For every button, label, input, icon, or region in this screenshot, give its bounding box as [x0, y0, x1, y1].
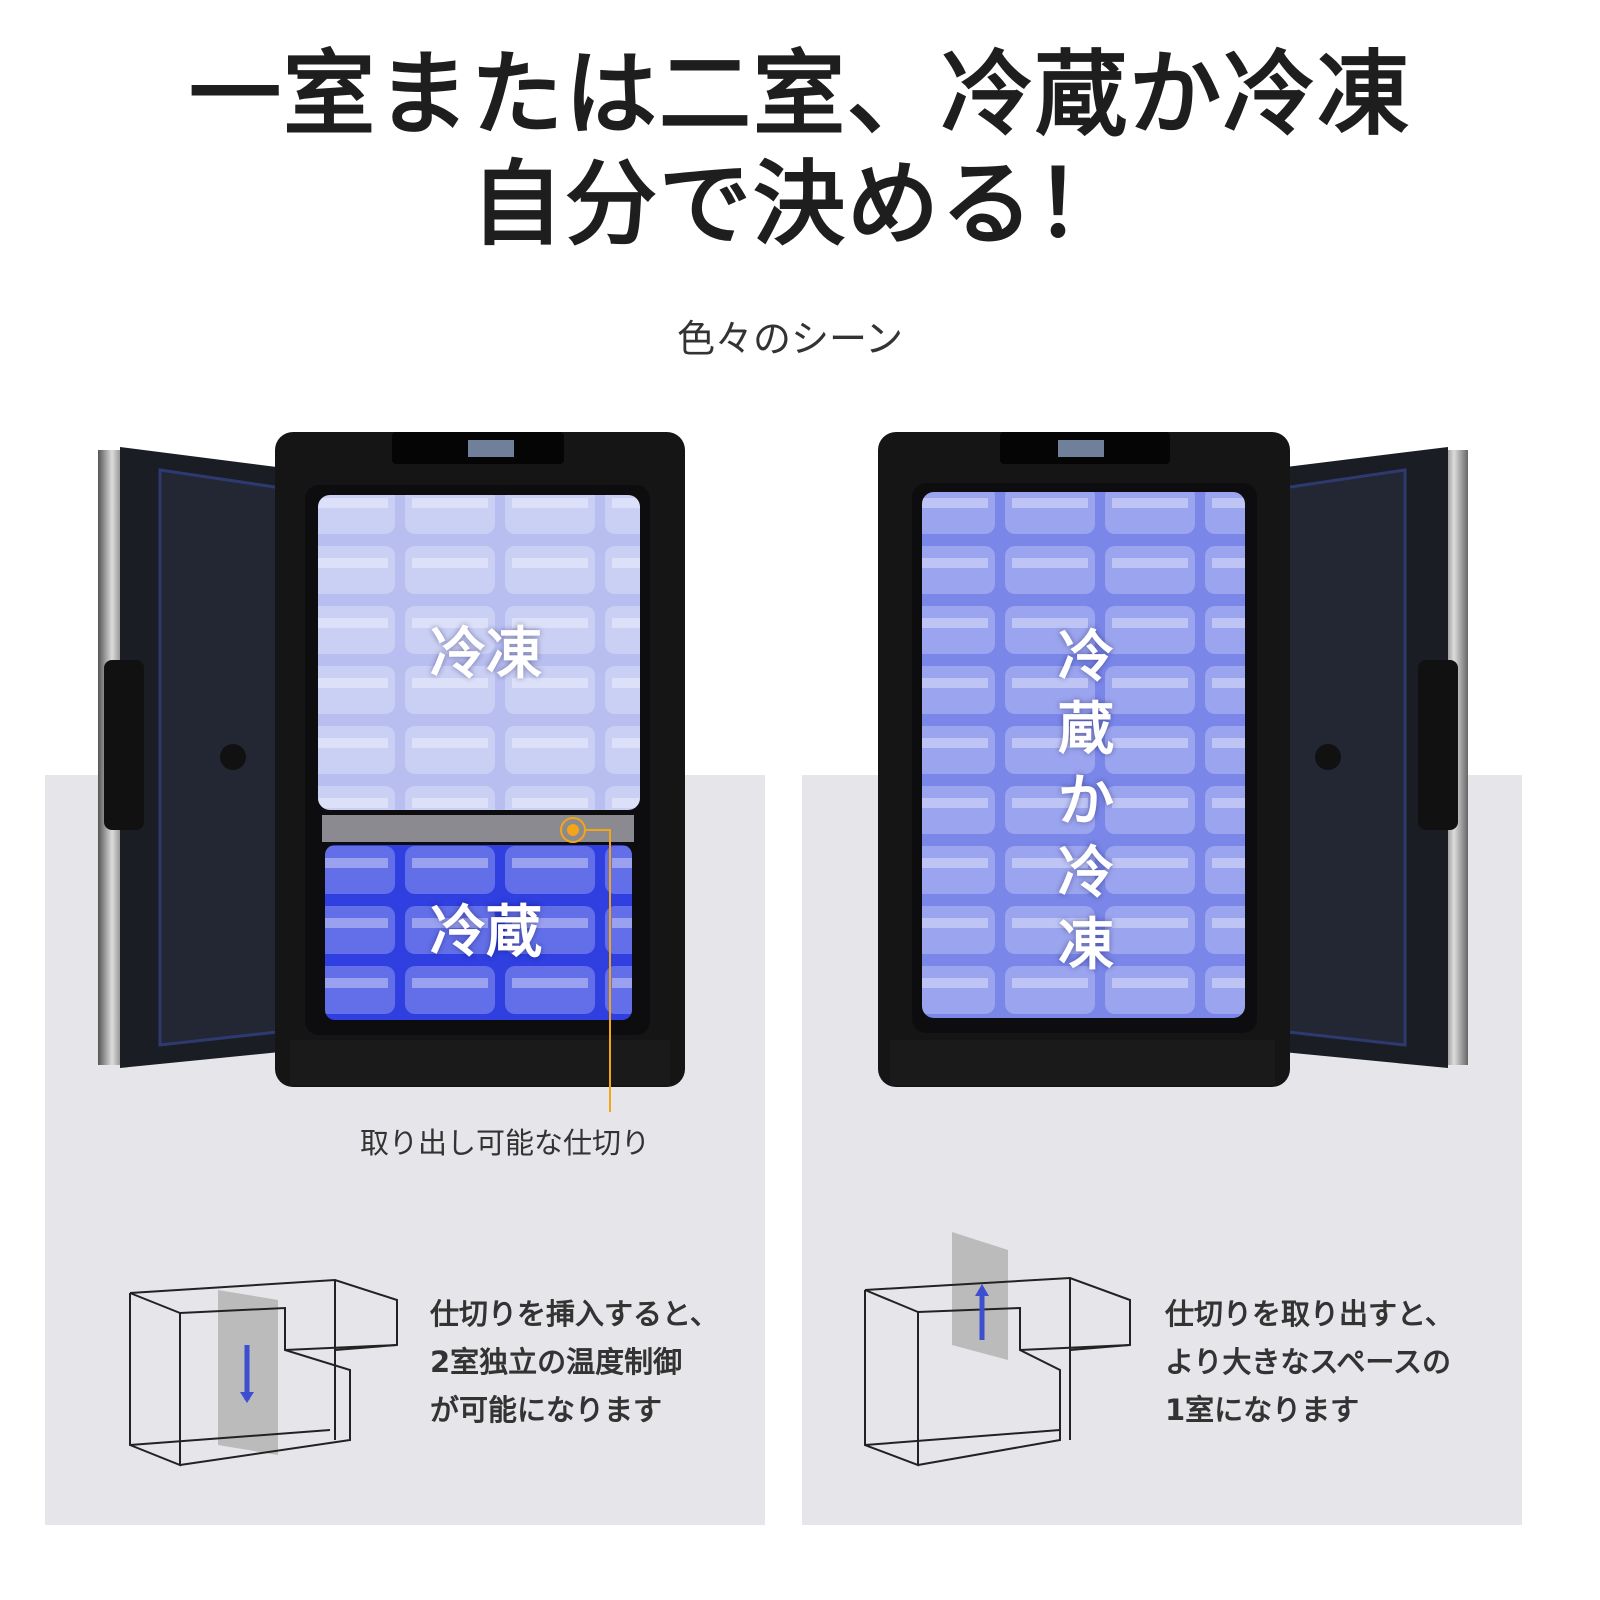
divider-callout — [560, 817, 611, 1112]
desc-line: 仕切りを挿入すると、 — [430, 1297, 719, 1331]
single-zone-label: 冷蔵か冷凍 — [1058, 625, 1114, 978]
desc-line: が可能になります — [430, 1393, 663, 1427]
headline-line-1: 一室または二室、冷蔵か冷凍 — [188, 41, 1411, 148]
left-fridge — [98, 432, 685, 1087]
desc-line: 2室独立の温度制御 — [430, 1345, 683, 1379]
right-fridge — [878, 432, 1468, 1087]
divider-removed-diagram — [864, 1232, 1131, 1467]
divider-callout-label: 取り出し可能な仕切り — [360, 1126, 651, 1160]
door-handle — [104, 660, 144, 830]
right-description: 仕切りを取り出すと、 より大きなスペースの 1室になります — [1165, 1290, 1454, 1434]
headline-line-2: 自分で決める！ — [470, 151, 1129, 258]
desc-line: より大きなスペースの — [1165, 1345, 1451, 1379]
subtitle: 色々のシーン — [676, 317, 904, 361]
fridge-label: 冷蔵 — [430, 900, 542, 965]
desc-line: 1室になります — [1165, 1393, 1360, 1427]
removable-divider — [322, 815, 634, 842]
divider-inserted-diagram — [129, 1278, 398, 1467]
left-description: 仕切りを挿入すると、 2室独立の温度制御 が可能になります — [430, 1290, 719, 1434]
desc-line: 仕切りを取り出すと、 — [1165, 1297, 1454, 1331]
freezer-label: 冷凍 — [430, 622, 542, 687]
